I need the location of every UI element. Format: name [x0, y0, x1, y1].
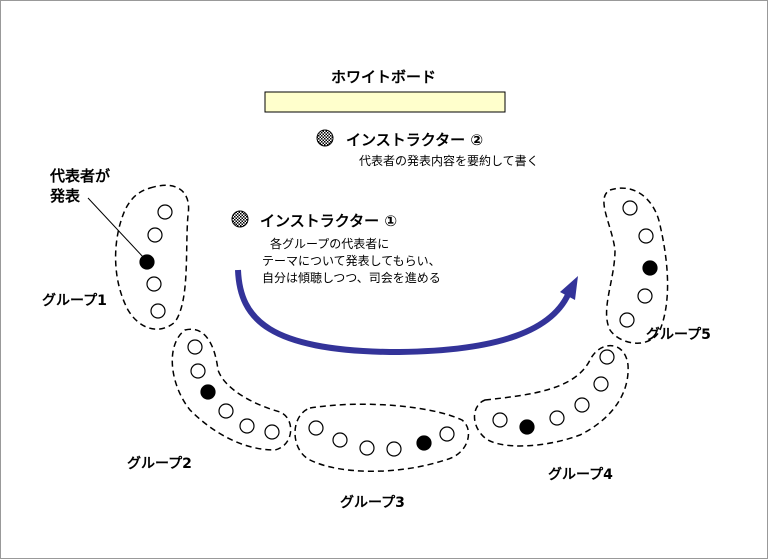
seat [622, 200, 638, 216]
seat [638, 228, 654, 244]
seat [308, 420, 324, 436]
instructor-1-label: インストラクター ① [260, 212, 398, 230]
seat [359, 440, 375, 456]
instructor-1-icon [231, 210, 249, 228]
whiteboard [264, 91, 506, 113]
group-2-boundary [171, 328, 292, 451]
group-5-boundary [603, 187, 669, 344]
instructor-1-description-2: テーマについて発表してもらい、 [262, 254, 441, 268]
seats [139, 200, 658, 457]
group-4-boundary [473, 344, 629, 447]
callout-line [87, 197, 145, 259]
group-5-label: グループ5 [646, 327, 711, 343]
representative-seat [200, 384, 216, 400]
group-3-label: グループ3 [340, 495, 405, 511]
seat [619, 312, 635, 328]
seat [386, 441, 402, 457]
group-4-label: グループ4 [548, 467, 613, 483]
seat [332, 432, 348, 448]
seat [187, 339, 203, 355]
group-2-label: グループ2 [127, 456, 192, 472]
seat [492, 412, 508, 428]
seat [574, 397, 590, 413]
seat [150, 303, 166, 319]
representative-seat [642, 260, 658, 276]
group-1-label: グループ1 [42, 293, 107, 309]
seat [637, 288, 653, 304]
group-1-boundary [114, 184, 190, 330]
seat [599, 349, 615, 365]
seat [147, 227, 163, 243]
representative-seat [416, 435, 432, 451]
instructor-2-label: インストラクター ② [346, 131, 484, 149]
seat [549, 410, 565, 426]
seat [218, 403, 234, 419]
whiteboard-label: ホワイトボード [331, 68, 437, 86]
arrow-head-icon [560, 276, 578, 300]
seat [264, 424, 280, 440]
seat [593, 376, 609, 392]
group-3-boundary [294, 403, 470, 472]
callout-line-1: 代表者が [50, 167, 111, 185]
seat [190, 363, 206, 379]
callout-line-2: 発表 [50, 187, 81, 205]
seat [239, 418, 255, 434]
rotation-arrow [235, 269, 573, 356]
seat [157, 204, 173, 220]
representative-seat [139, 254, 155, 270]
seat [146, 276, 162, 292]
instructor-2-icon [316, 129, 334, 147]
instructor-2-description: 代表者の発表内容を要約して書く [359, 154, 539, 168]
representative-seat [519, 419, 535, 435]
seat [439, 426, 455, 442]
instructor-1-description-3: 自分は傾聴しつつ、司会を進める [262, 271, 441, 285]
instructor-1-description-1: 各グループの代表者に [270, 237, 390, 251]
